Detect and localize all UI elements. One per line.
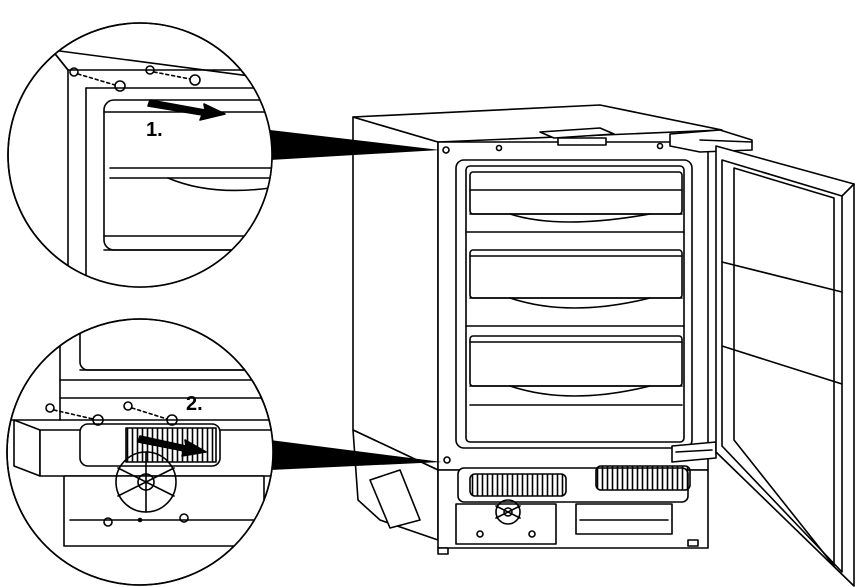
arrow-step-2 xyxy=(137,435,207,457)
detail-circle-top: 1. xyxy=(7,22,273,288)
compressor-fan-icon xyxy=(495,499,521,525)
foot-front-right xyxy=(687,539,699,547)
callout-pointer-bottom xyxy=(270,440,442,470)
detail-circle-bottom: 2. xyxy=(6,318,274,586)
cabinet-opening xyxy=(455,159,693,449)
top-latch xyxy=(539,127,615,146)
top-hinge xyxy=(669,129,753,153)
callout-pointer-top xyxy=(270,130,440,160)
freezer-door xyxy=(715,145,855,587)
vent-grille-right xyxy=(595,465,691,491)
step-label-2: 2. xyxy=(186,393,203,415)
drawer-2 xyxy=(469,249,683,309)
screw-front-top xyxy=(442,146,450,154)
screw-front-bottom xyxy=(443,456,451,464)
screw-icon xyxy=(69,67,79,77)
freezer-cabinet xyxy=(352,104,753,555)
foot-front-left xyxy=(437,547,449,555)
cabinet-plinth xyxy=(352,429,709,555)
vent-grille-left xyxy=(469,473,567,497)
step-label-1: 1. xyxy=(146,119,163,141)
drawer-3 xyxy=(469,335,683,406)
arrow-step-1 xyxy=(147,99,226,121)
bottom-hinge xyxy=(671,441,717,463)
drawer-1 xyxy=(469,171,683,223)
cabinet-side-panel xyxy=(352,116,439,471)
